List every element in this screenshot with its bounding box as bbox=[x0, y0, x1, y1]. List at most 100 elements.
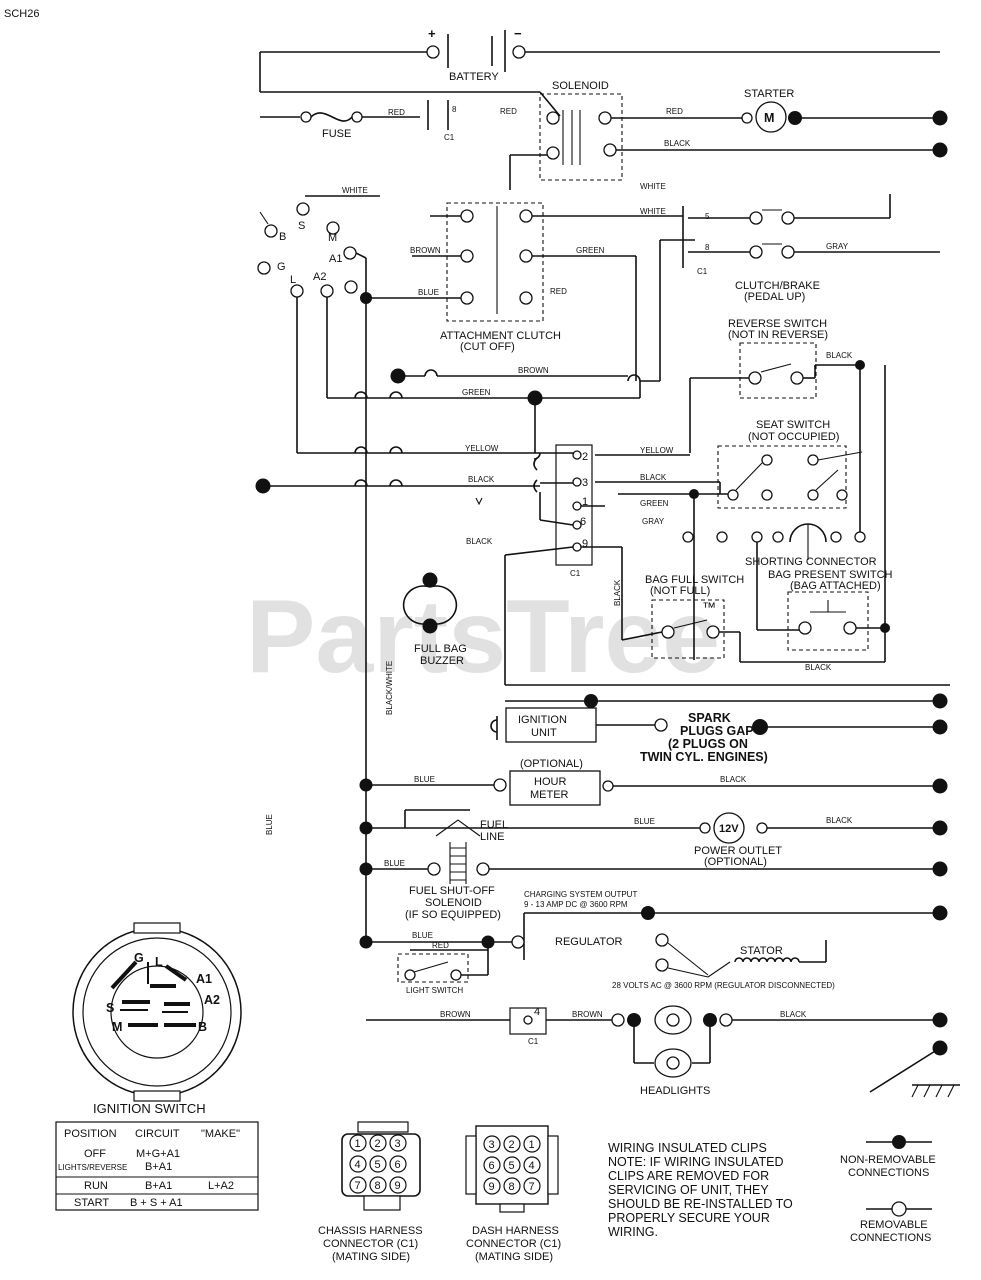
chassis-pin-label: 2 bbox=[375, 1138, 381, 1150]
ign-row-2-position: RUN bbox=[84, 1180, 108, 1192]
battery-minus-sign: − bbox=[514, 26, 522, 41]
ign-s-label: S bbox=[298, 220, 305, 232]
clutch-label-1: CLUTCH/BRAKE bbox=[735, 280, 820, 292]
chassis-pin-label: 3 bbox=[395, 1138, 401, 1150]
wire-blue-vert: BLUE bbox=[265, 814, 274, 835]
dash-label-1: DASH HARNESS bbox=[472, 1225, 559, 1237]
fuel-line-label-1: FUEL bbox=[480, 819, 508, 831]
fuse-label: FUSE bbox=[322, 128, 351, 140]
regulator: CHARGING SYSTEM OUTPUT 9 - 13 AMP DC @ 3… bbox=[359, 890, 948, 978]
wire-blue-outlet: BLUE bbox=[634, 817, 655, 826]
hour-meter-opt: (OPTIONAL) bbox=[520, 758, 583, 770]
dash-pin-label: 1 bbox=[529, 1139, 535, 1151]
ign-detail-m: M bbox=[112, 1020, 122, 1034]
ignition-table: POSITION CIRCUIT "MAKE" OFF M+G+A1 LIGHT… bbox=[55, 1121, 259, 1211]
wire-black-vert: BLACK bbox=[613, 579, 622, 606]
bagpresent-label-2: (BAG ATTACHED) bbox=[790, 580, 881, 592]
wire-yellow-left: YELLOW bbox=[465, 444, 499, 453]
attachment-clutch: WHITE BROWN GREEN BLUE RED ATTACHMENT CL… bbox=[366, 202, 683, 398]
wire-brown-head-left: BROWN bbox=[440, 1010, 471, 1019]
attach-label-2: (CUT OFF) bbox=[460, 341, 515, 353]
legend: NON-REMOVABLE CONNECTIONS REMOVABLE CONN… bbox=[840, 1135, 936, 1244]
ign-row-2-make: L+A2 bbox=[208, 1180, 234, 1192]
hour-meter: BLUE (OPTIONAL) HOUR METER BLACK bbox=[359, 758, 948, 806]
c1-label-top: C1 bbox=[444, 133, 455, 142]
pin-4-label: 4 bbox=[534, 1006, 540, 1018]
ign-detail-a1: A1 bbox=[196, 972, 212, 986]
dash-pin-label: 6 bbox=[489, 1160, 495, 1172]
note-line-5: PROPERLY SECURE YOUR bbox=[608, 1211, 770, 1225]
chassis-pin-label: 5 bbox=[375, 1159, 381, 1171]
bag-full-switch: BAG FULL SWITCH (NOT FULL) BLACK bbox=[621, 574, 885, 672]
ignition-switch-title: IGNITION SWITCH bbox=[93, 1101, 206, 1116]
wire-white-top: WHITE bbox=[342, 186, 368, 195]
wire-gray-clutch: GRAY bbox=[826, 242, 849, 251]
wire-black-reverse: BLACK bbox=[826, 351, 853, 360]
outlet-label-2: (OPTIONAL) bbox=[704, 856, 767, 868]
c1-clutch: C1 bbox=[697, 267, 708, 276]
wire-green-seat: GREEN bbox=[640, 499, 669, 508]
chassis-pin-label: 9 bbox=[395, 1180, 401, 1192]
ign-row-3-circuit: B + S + A1 bbox=[130, 1197, 183, 1209]
power-outlet: BLUE 12V BLACK POWER OUTLET (OPTIONAL) bbox=[359, 809, 948, 868]
c1-label-head: C1 bbox=[528, 1037, 539, 1046]
dash-pin bbox=[523, 1135, 541, 1153]
regulator-label: REGULATOR bbox=[555, 936, 622, 948]
legend-removable-2: CONNECTIONS bbox=[850, 1232, 931, 1244]
pin-8-label: 8 bbox=[452, 105, 457, 114]
bagfull-label-1: BAG FULL SWITCH bbox=[645, 574, 744, 586]
wire-red-solenoid: RED bbox=[500, 107, 517, 116]
wire-red-attach: RED bbox=[550, 287, 567, 296]
shorting-connector: SHORTING CONNECTOR bbox=[682, 523, 877, 631]
solenoid: SOLENOID RED BLACK WHITE bbox=[509, 80, 940, 191]
wire-black-head: BLACK bbox=[780, 1010, 807, 1019]
wire-gray-seat: GRAY bbox=[642, 517, 665, 526]
wire-green-mid: GREEN bbox=[462, 388, 491, 397]
pin-6-label: 6 bbox=[580, 516, 586, 528]
dash-label-3: (MATING SIDE) bbox=[475, 1251, 553, 1263]
reverse-label-1: REVERSE SWITCH bbox=[728, 318, 827, 330]
bag-present-switch: BAG PRESENT SWITCH (BAG ATTACHED) bbox=[768, 569, 893, 651]
wire-white-solenoid: WHITE bbox=[640, 182, 666, 191]
battery-plus-terminal bbox=[426, 45, 440, 59]
ign-a1-label: A1 bbox=[329, 253, 342, 265]
ign-row-2-circuit: B+A1 bbox=[145, 1180, 172, 1192]
fuel-label-2: SOLENOID bbox=[425, 897, 482, 909]
dash-pin-label: 4 bbox=[529, 1160, 535, 1172]
fuel-line-label-2: LINE bbox=[480, 831, 504, 843]
pin-3-label: 3 bbox=[582, 477, 588, 489]
battery-label: BATTERY bbox=[449, 71, 499, 83]
spark-label-2: PLUGS GAP bbox=[680, 724, 754, 738]
wire-black-white-vert: BLACK/WHITE bbox=[385, 661, 394, 715]
note-line-2: CLIPS ARE REMOVED FOR bbox=[608, 1169, 769, 1183]
ign-header-circuit: CIRCUIT bbox=[135, 1128, 180, 1140]
note-line-3: SERVICING OF UNIT, THEY bbox=[608, 1183, 769, 1197]
stator-note: 28 VOLTS AC @ 3600 RPM (REGULATOR DISCON… bbox=[612, 981, 835, 990]
wire-black-bag: BLACK bbox=[805, 663, 832, 672]
battery-plus-sign: + bbox=[428, 26, 436, 41]
battery-minus-terminal bbox=[512, 45, 526, 59]
wire-blue-reg: BLUE bbox=[412, 931, 433, 940]
seat-label-1: SEAT SWITCH bbox=[756, 419, 830, 431]
chassis-pin bbox=[349, 1134, 367, 1152]
buzzer-label-1: FULL BAG bbox=[414, 643, 467, 655]
ign-header-position: POSITION bbox=[64, 1128, 117, 1140]
fuel-label-1: FUEL SHUT-OFF bbox=[409, 885, 495, 897]
wire-brown-attach: BROWN bbox=[410, 246, 441, 255]
ign-g-label: G bbox=[277, 261, 286, 273]
dash-pin-label: 7 bbox=[529, 1181, 535, 1193]
clutch-label-2: (PEDAL UP) bbox=[744, 291, 805, 303]
light-switch-label: LIGHT SWITCH bbox=[406, 986, 463, 995]
ground-symbol bbox=[869, 1040, 960, 1098]
wire-green-attach: GREEN bbox=[576, 246, 605, 255]
ignition-unit: IGNITION UNIT SPARK PLUGS GAP (2 PLUGS O… bbox=[490, 693, 948, 764]
ign-m-label: M bbox=[328, 232, 337, 244]
ign-row-3-position: START bbox=[74, 1197, 109, 1209]
outlet-label-1: POWER OUTLET bbox=[694, 845, 782, 857]
seat-label-2: (NOT OCCUPIED) bbox=[748, 431, 839, 443]
light-switch: RED LIGHT SWITCH bbox=[397, 941, 489, 995]
dash-pin bbox=[483, 1177, 501, 1195]
spark-label-3: (2 PLUGS ON bbox=[668, 737, 748, 751]
wire-red-light: RED bbox=[432, 941, 449, 950]
